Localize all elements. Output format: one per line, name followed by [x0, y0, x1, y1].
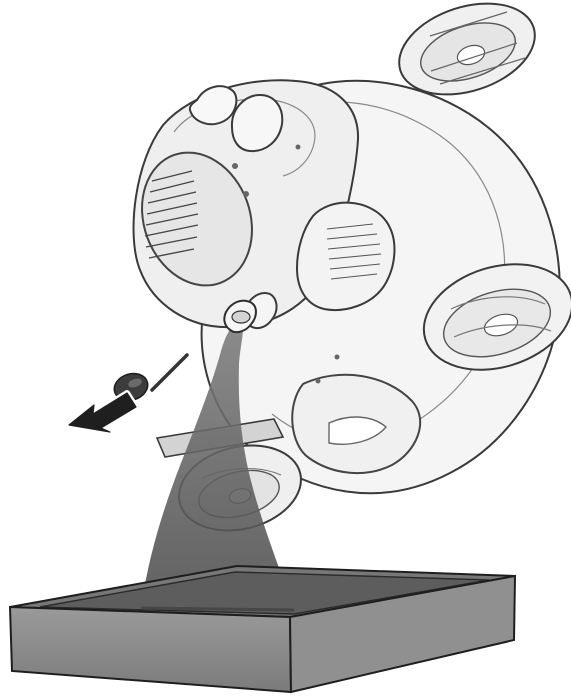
- dipstick-icon: [113, 353, 189, 402]
- lawn-mower-icon: [132, 79, 561, 495]
- oil-drain-plug-icon: [223, 299, 257, 334]
- direction-arrow-icon: [66, 390, 139, 435]
- drain-pan-icon: [8, 564, 517, 694]
- engine-grill: [144, 170, 199, 259]
- right-wheel: [422, 263, 571, 371]
- oil-stream: [141, 319, 294, 610]
- rear-top-wheel: [398, 2, 536, 96]
- engine-fins: [326, 223, 382, 280]
